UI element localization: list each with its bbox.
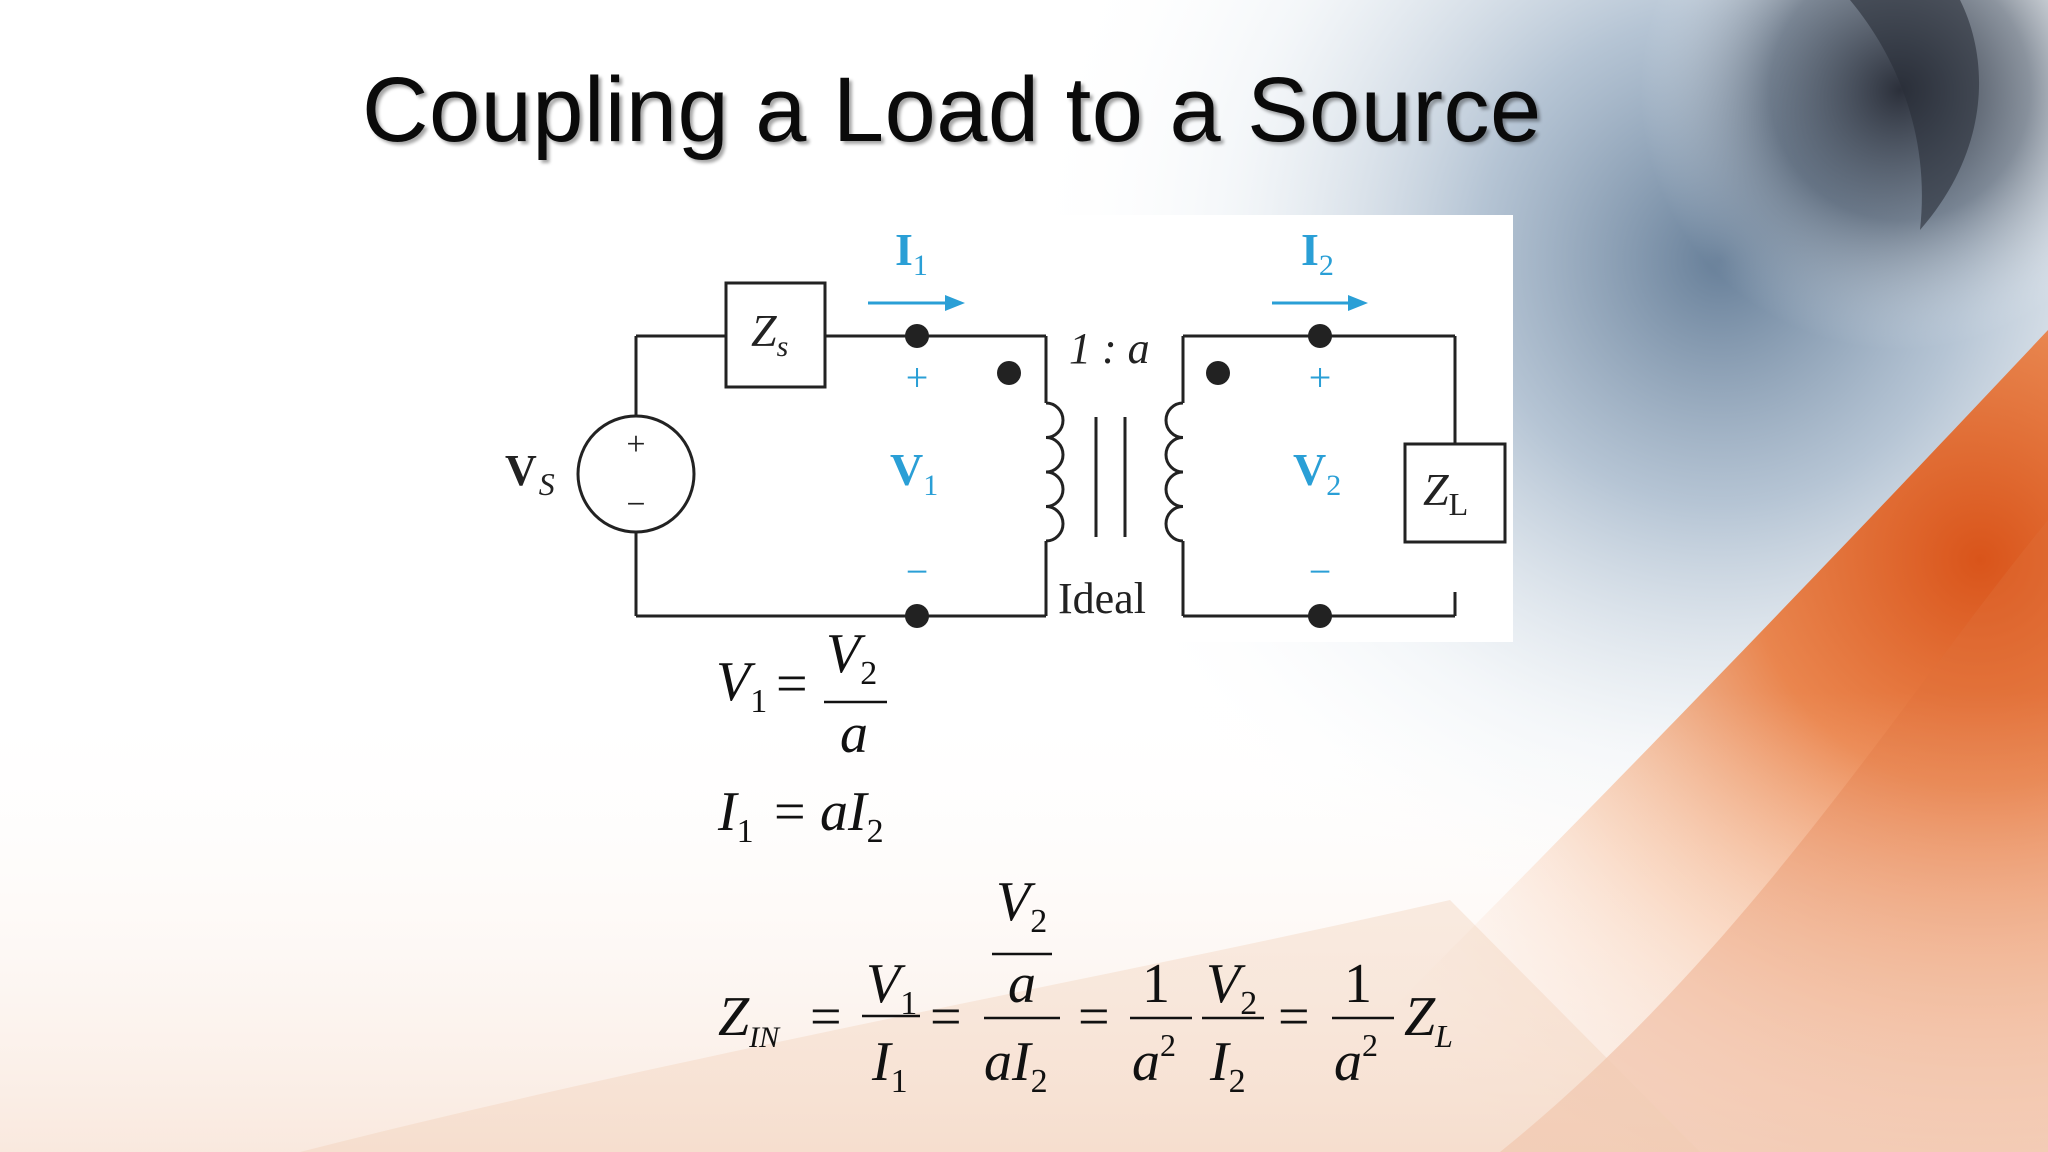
turns-ratio: 1 : a — [1069, 324, 1150, 373]
svg-text:a: a — [840, 703, 868, 765]
v2-minus: − — [1309, 549, 1332, 594]
v1-minus: − — [906, 549, 929, 594]
equation-current-ratio: I1 = aI2 — [717, 781, 884, 850]
svg-text:a2: a2 — [1334, 1027, 1378, 1093]
svg-text:ZIN: ZIN — [718, 986, 781, 1054]
ideal-label: Ideal — [1058, 574, 1146, 623]
source-plus: + — [626, 426, 645, 463]
svg-text:I2: I2 — [1209, 1031, 1246, 1100]
equation-input-impedance: ZIN = V1 I1 = V2 a aI2 = 1 a2 V2 I2 = 1 … — [718, 871, 1453, 1100]
zs-label: Zs — [751, 305, 788, 363]
v1-label: V1 — [890, 444, 938, 502]
polarity-dot-secondary — [1206, 361, 1230, 385]
equations-block: V1 = V2 a I1 = aI2 ZIN = V1 I1 = V2 a aI… — [700, 630, 1500, 1110]
svg-text:V2: V2 — [996, 871, 1047, 940]
v1-plus: + — [906, 355, 929, 400]
svg-text:=: = — [1078, 986, 1110, 1048]
zs-impedance-icon: Zs — [724, 281, 827, 389]
svg-text:1: 1 — [1142, 953, 1170, 1015]
svg-text:I1: I1 — [717, 781, 754, 850]
zl-label: ZL — [1423, 464, 1468, 522]
svg-text:a2: a2 — [1132, 1027, 1176, 1093]
terminal-top-left — [905, 324, 929, 348]
svg-text:=: = — [774, 781, 806, 843]
source-label: VS — [505, 446, 555, 502]
i1-arrow-icon — [868, 295, 965, 311]
svg-text:V1: V1 — [866, 953, 917, 1022]
i1-label: I1 — [895, 224, 928, 282]
voltage-source-icon: + − — [576, 414, 696, 534]
i2-label: I2 — [1301, 224, 1334, 282]
wires — [634, 334, 1457, 618]
source-minus: − — [626, 486, 645, 523]
svg-text:1: 1 — [1344, 953, 1372, 1015]
v2-label: V2 — [1293, 444, 1341, 502]
terminal-bottom-right — [1308, 604, 1332, 628]
slide-title: Coupling a Load to a Source — [362, 59, 1542, 161]
transformer-icon — [1045, 401, 1184, 543]
terminal-top-right — [1308, 324, 1332, 348]
svg-text:=: = — [810, 986, 842, 1048]
svg-text:a: a — [1008, 953, 1036, 1015]
zl-impedance-icon: ZL — [1403, 442, 1507, 544]
equation-voltage-ratio: V1 = V2 a — [716, 630, 887, 765]
terminal-bottom-left — [905, 604, 929, 628]
svg-text:I1: I1 — [871, 1031, 908, 1100]
svg-text:V2: V2 — [826, 630, 877, 692]
polarity-dot-primary — [997, 361, 1021, 385]
i2-arrow-icon — [1272, 295, 1368, 311]
svg-text:=: = — [776, 653, 808, 715]
v2-plus: + — [1309, 355, 1332, 400]
svg-text:V1: V1 — [716, 651, 767, 720]
circuit-diagram: + − VS Zs I1 I2 + − V1 + − V2 1 : a Idea… — [505, 215, 1513, 642]
svg-text:=: = — [1278, 986, 1310, 1048]
svg-text:ZL: ZL — [1404, 986, 1453, 1054]
svg-text:=: = — [930, 986, 962, 1048]
svg-text:aI2: aI2 — [820, 781, 884, 850]
svg-text:aI2: aI2 — [984, 1031, 1048, 1100]
svg-text:V2: V2 — [1206, 953, 1257, 1022]
